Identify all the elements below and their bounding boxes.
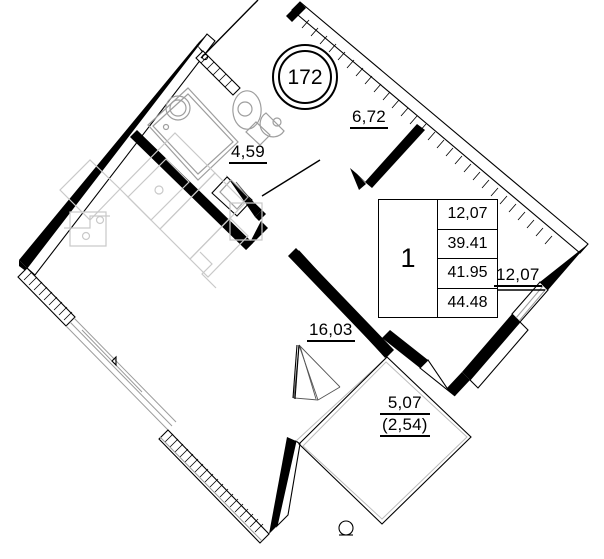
sink-small-icon: [259, 112, 285, 138]
info-table-rows: 12,07 39.41 41.95 44.48: [438, 200, 497, 317]
wall-top-left: [19, 34, 207, 268]
balcony: [298, 356, 472, 536]
window-bottom-right: [419, 359, 456, 397]
partition-hall-vertical: [365, 124, 425, 188]
doors: [235, 181, 387, 442]
wall-bottom-left: [19, 260, 27, 272]
washing-machine-icon: [211, 176, 253, 217]
bathroom-area-value: 4,59: [229, 142, 267, 165]
hall-area-label: 6,72: [350, 107, 388, 130]
wall-right: [540, 244, 588, 290]
wall-corner-bottom-right: [447, 372, 470, 396]
partition-main: [288, 248, 394, 358]
fixtures: [59, 87, 285, 289]
glazing-left: [65, 317, 177, 431]
leader-lines: [200, 0, 545, 291]
balcony-area-value: 5,07: [380, 393, 430, 416]
partition-wc: [226, 175, 262, 217]
partition-main-inner: [292, 250, 392, 358]
info-row-1: 39.41: [438, 230, 497, 259]
partition-wc-b: [255, 210, 266, 221]
bathroom-area-label: 4,59: [229, 142, 267, 165]
wall-bottom-right-stub-inner: [276, 440, 301, 528]
info-row-3: 44.48: [447, 293, 488, 311]
rooms-count-value: 1: [379, 200, 438, 317]
partition-bath-right: [246, 221, 268, 250]
unit-number-label: 172: [287, 65, 323, 89]
living-room-area-label: 16,03: [307, 320, 355, 343]
kitchen-furniture: [59, 132, 263, 289]
toilet-icon: [232, 90, 271, 146]
leader-to-marker: [200, 0, 259, 59]
apartment-info-table[interactable]: 1 12,07 39.41 41.95 44.48: [378, 199, 498, 318]
wall-right-lower-inner: [469, 321, 529, 389]
balcony-area-value-coef: (2,54): [380, 415, 430, 438]
balcony-area-label: 5,07 (2,54): [380, 393, 430, 438]
window-wall-left: [17, 267, 76, 327]
partition-bath-long: [130, 130, 253, 250]
bedroom-area-value: 12,07: [494, 265, 542, 288]
window-right: [511, 281, 549, 323]
wall-bottom-right-stub: [269, 437, 296, 534]
wall-right-lower: [462, 314, 520, 380]
wall-top-left-inner: [26, 33, 216, 276]
info-row-0: 12,07: [438, 200, 497, 230]
wall-br-stub: [382, 330, 428, 368]
info-row-2: 41.95: [438, 259, 497, 289]
hall-area-value: 6,72: [350, 107, 388, 130]
interior-partitions: [130, 44, 425, 358]
entry-door-frame: [195, 50, 241, 96]
bedroom-area-label: 12,07: [494, 265, 542, 288]
marker-inner-ring: [278, 50, 332, 104]
washbasin-icon: [165, 95, 191, 121]
unit-number-marker[interactable]: 172: [272, 44, 338, 110]
partition-hall-foot: [350, 168, 366, 190]
window-wall-bottom: [158, 429, 270, 544]
leader-bath: [261, 159, 321, 197]
outer-walls: [17, 1, 589, 544]
living-room-area-value: 16,03: [307, 320, 355, 343]
